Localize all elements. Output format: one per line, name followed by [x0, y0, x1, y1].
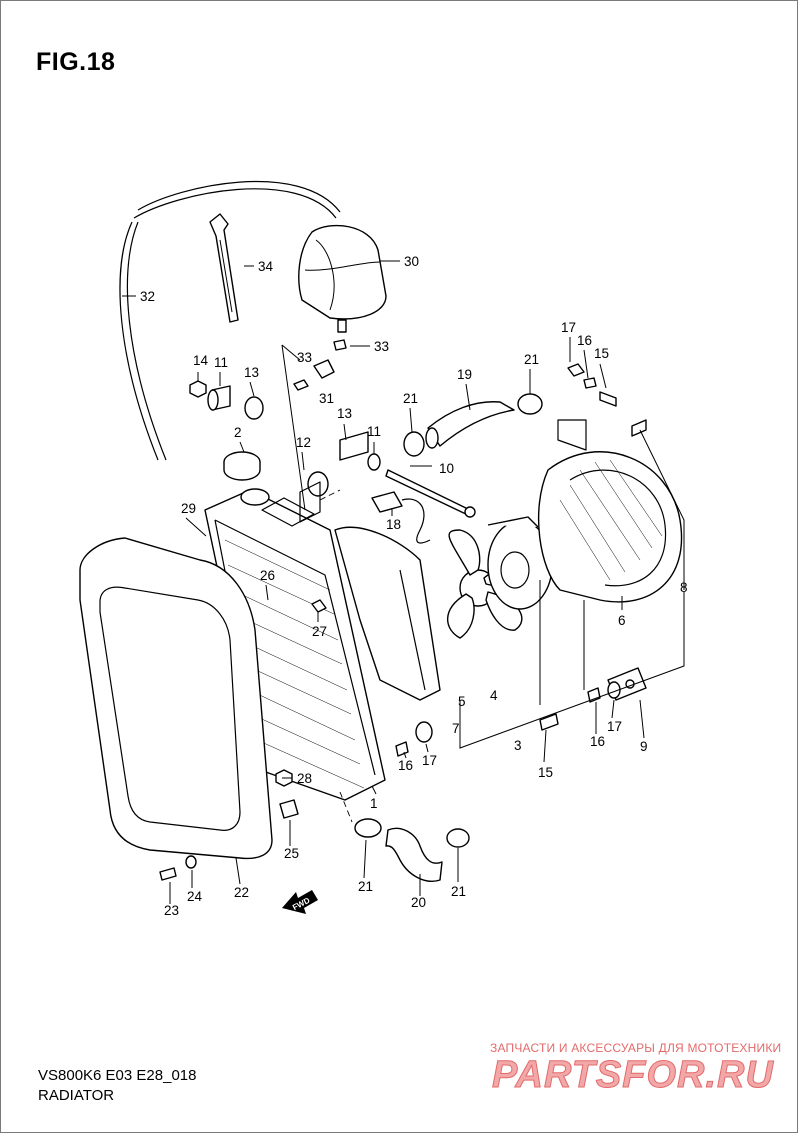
callout-20: 20 — [411, 895, 426, 910]
callout-28: 28 — [297, 771, 312, 786]
fan-shroud-part — [537, 419, 683, 603]
callout-3: 3 — [514, 738, 522, 753]
callout-34: 34 — [258, 259, 274, 274]
callout-30: 30 — [404, 254, 419, 269]
callout-7: 7 — [452, 721, 460, 736]
callout-17a: 17 — [561, 320, 576, 335]
callout-11a: 11 — [214, 355, 228, 370]
callout-22: 22 — [234, 885, 249, 900]
fan-motor-part — [487, 516, 553, 610]
callout-15b: 15 — [538, 765, 553, 780]
callout-4: 4 — [490, 688, 498, 703]
callout-24: 24 — [187, 889, 203, 904]
callout-16c: 16 — [590, 734, 605, 749]
upper-hose-part — [425, 401, 515, 449]
callout-21c: 21 — [358, 879, 373, 894]
callout-23: 23 — [164, 903, 179, 918]
callout-33b: 33 — [374, 339, 389, 354]
thermo-switch-part — [371, 491, 431, 544]
radiator-cover-part — [79, 537, 273, 860]
radiator-cap-part — [223, 451, 261, 481]
callout-labels: 1 2 3 4 5 6 7 8 9 10 11 11 12 13 13 14 1… — [140, 254, 688, 918]
figure-title: FIG.18 — [36, 48, 116, 76]
callout-14: 14 — [193, 353, 209, 368]
fwd-arrow-icon: FWD — [282, 890, 318, 914]
callout-33a: 33 — [297, 350, 312, 365]
label-leaders — [122, 260, 645, 904]
watermark-logo: PARTSFOR.RU — [492, 1054, 774, 1097]
callout-17c: 17 — [607, 719, 622, 734]
section-name: RADIATOR — [38, 1087, 115, 1104]
radiator-shroud-part — [334, 526, 441, 701]
callout-13a: 13 — [244, 365, 259, 380]
callout-5: 5 — [458, 694, 466, 709]
callout-21a: 21 — [403, 391, 418, 406]
callout-29: 29 — [181, 501, 196, 516]
callout-12: 12 — [296, 435, 311, 450]
hose-clamp-parts — [354, 393, 543, 848]
callout-11b: 11 — [367, 424, 381, 439]
callout-17b: 17 — [422, 753, 437, 768]
watermark-tagline: ЗАПЧАСТИ И АКСЕССУАРЫ ДЛЯ МОТОТЕХНИКИ — [490, 1041, 782, 1055]
small-fasteners — [159, 339, 647, 881]
callout-1: 1 — [370, 796, 378, 811]
callout-16a: 16 — [577, 333, 592, 348]
callout-9: 9 — [640, 739, 648, 754]
overflow-hose-part — [119, 180, 341, 461]
leader-lines — [281, 344, 685, 823]
reservoir-strap-part — [209, 213, 239, 323]
callout-8: 8 — [680, 580, 688, 595]
callout-21b: 21 — [524, 352, 539, 367]
model-code: VS800K6 E03 E28_018 — [38, 1067, 197, 1084]
callout-26: 26 — [260, 568, 275, 583]
reservoir-tank-part — [298, 224, 387, 333]
callout-19: 19 — [457, 367, 472, 382]
callout-15a: 15 — [594, 346, 609, 361]
lower-hose-part — [385, 827, 443, 882]
callout-18: 18 — [386, 517, 401, 532]
callout-32: 32 — [140, 289, 155, 304]
callout-21d: 21 — [451, 884, 466, 899]
callout-16b: 16 — [398, 758, 413, 773]
long-bolt-part — [385, 469, 476, 518]
callout-25: 25 — [284, 846, 299, 861]
callout-2: 2 — [234, 425, 242, 440]
callout-31: 31 — [319, 391, 334, 406]
fan-blade-part — [447, 529, 523, 639]
callout-6: 6 — [618, 613, 626, 628]
callout-27: 27 — [312, 624, 327, 639]
callout-10: 10 — [439, 461, 454, 476]
callout-13b: 13 — [337, 406, 352, 421]
